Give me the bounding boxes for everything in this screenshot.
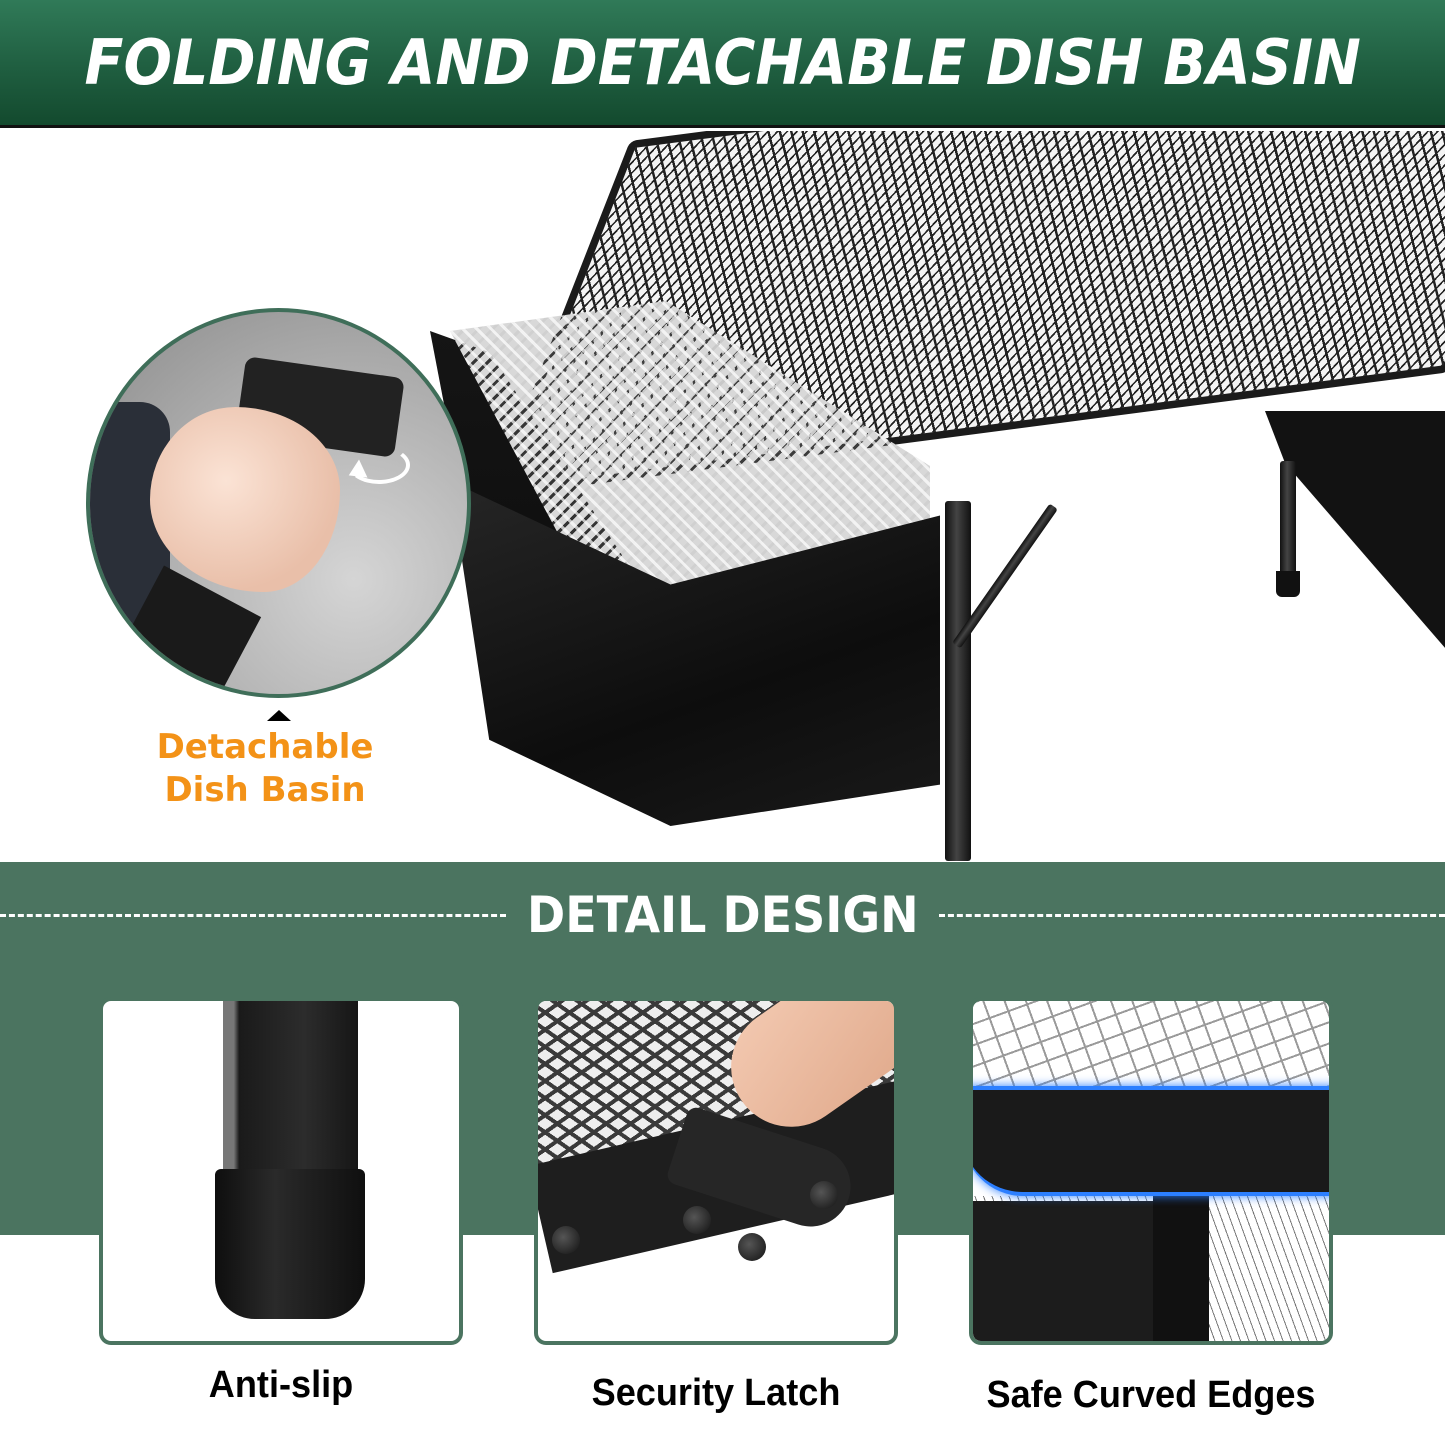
- detail-heading-row: DETAIL DESIGN: [0, 885, 1445, 945]
- rivet: [810, 1181, 838, 1209]
- detail-card-anti-slip: [99, 997, 463, 1345]
- table-leg-front: [945, 501, 971, 861]
- callout-line-1: Detachable: [156, 727, 374, 767]
- detail-label-anti-slip: Anti-slip: [208, 1364, 354, 1406]
- rivet: [683, 1206, 711, 1234]
- detail-section-title: DETAIL DESIGN: [526, 886, 919, 944]
- rotate-arrow-icon: [348, 446, 410, 484]
- dashed-divider-right: [939, 913, 1445, 917]
- header-banner: FOLDING AND DETACHABLE DISH BASIN: [0, 0, 1445, 128]
- detail-label-security-latch: Security Latch: [591, 1372, 841, 1414]
- leg-image: [1153, 1196, 1209, 1341]
- hand: [150, 407, 340, 592]
- dashed-divider-left: [0, 913, 506, 917]
- detail-card-curved-edges: [969, 997, 1333, 1345]
- rivet: [738, 1233, 766, 1261]
- rivet: [552, 1226, 580, 1254]
- callout-line-2: Dish Basin: [164, 770, 366, 810]
- table-leg-back: [1280, 461, 1296, 591]
- detail-card-security-latch: [534, 997, 898, 1345]
- foot-cap-image: [215, 1169, 365, 1319]
- curved-edge-highlight: [973, 1086, 1329, 1196]
- basin-detail-circle: [86, 308, 471, 698]
- side-panel-image: [973, 1201, 1153, 1341]
- table-leg-foot: [1276, 571, 1300, 597]
- header-title: FOLDING AND DETACHABLE DISH BASIN: [84, 26, 1361, 99]
- dish-basin: [430, 291, 950, 831]
- detail-label-curved-edges: Safe Curved Edges: [986, 1374, 1316, 1416]
- leg-image: [223, 1001, 358, 1171]
- pointer-triangle-icon: [267, 710, 291, 721]
- hero-product-image: [0, 131, 1445, 862]
- basin-callout: Detachable Dish Basin: [120, 726, 410, 812]
